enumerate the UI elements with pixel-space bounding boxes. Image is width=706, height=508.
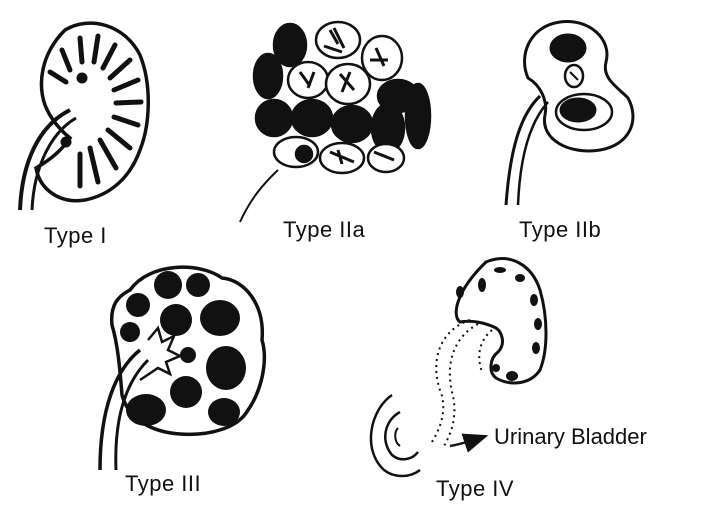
caption-type-iib: Type IIb — [519, 217, 601, 243]
urinary-bladder-label: Urinary Bladder — [494, 424, 647, 450]
type-iii-kidney — [100, 267, 264, 470]
caption-type-i: Type I — [44, 223, 107, 249]
caption-type-iia: Type IIa — [283, 217, 365, 243]
type-iia-kidney — [240, 22, 430, 222]
caption-type-iii: Type III — [125, 471, 201, 497]
type-i-kidney — [20, 23, 148, 210]
type-iib-kidney — [506, 22, 633, 205]
caption-type-iv: Type IV — [436, 476, 514, 502]
